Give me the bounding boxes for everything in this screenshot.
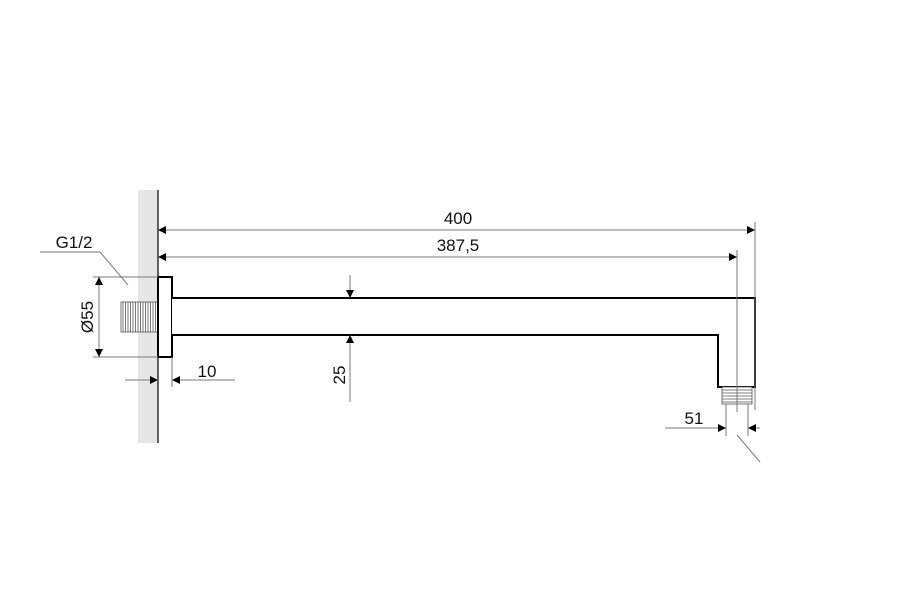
thread-callout: G1/2 <box>40 233 129 286</box>
label-diameter-55: Ø55 <box>78 301 97 333</box>
dimension-flange-diameter: Ø55 <box>78 276 158 358</box>
dimension-arm-length: 387,5 <box>158 236 738 412</box>
wall-thread <box>120 301 159 333</box>
label-25: 25 <box>330 366 349 385</box>
label-400: 400 <box>444 209 472 228</box>
dimension-flange-thickness: 10 <box>125 357 235 387</box>
dimension-overall-length: 400 <box>158 209 756 410</box>
dimension-arm-height: 25 <box>330 275 354 402</box>
label-g1-2: G1/2 <box>56 233 93 252</box>
label-387-5: 387,5 <box>437 236 480 255</box>
label-51: 51 <box>685 409 704 428</box>
wall-flange <box>157 276 173 358</box>
shower-arm <box>172 297 756 388</box>
label-10: 10 <box>198 362 217 381</box>
dimension-outlet-thread: 51 <box>665 404 761 463</box>
